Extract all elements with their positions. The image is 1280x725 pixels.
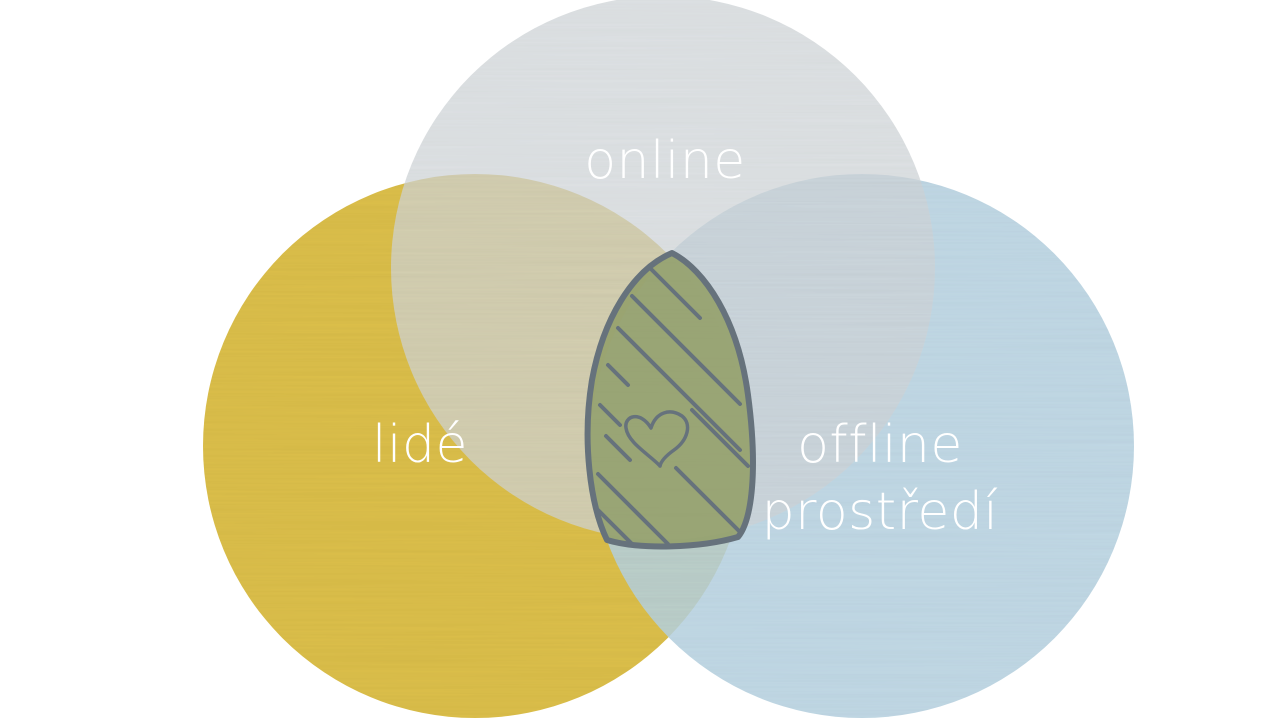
label-offline-line2: prostředí <box>761 481 999 542</box>
label-offline-line1: offline <box>797 415 963 475</box>
intersection-lens <box>584 250 756 550</box>
label-lide: lidé <box>372 415 468 475</box>
label-offline-prostredi: offline prostředí <box>740 412 1020 545</box>
label-online: online <box>584 131 746 191</box>
lens-fill <box>587 253 753 547</box>
heart-icon <box>624 410 690 468</box>
lens-outline <box>584 250 756 550</box>
